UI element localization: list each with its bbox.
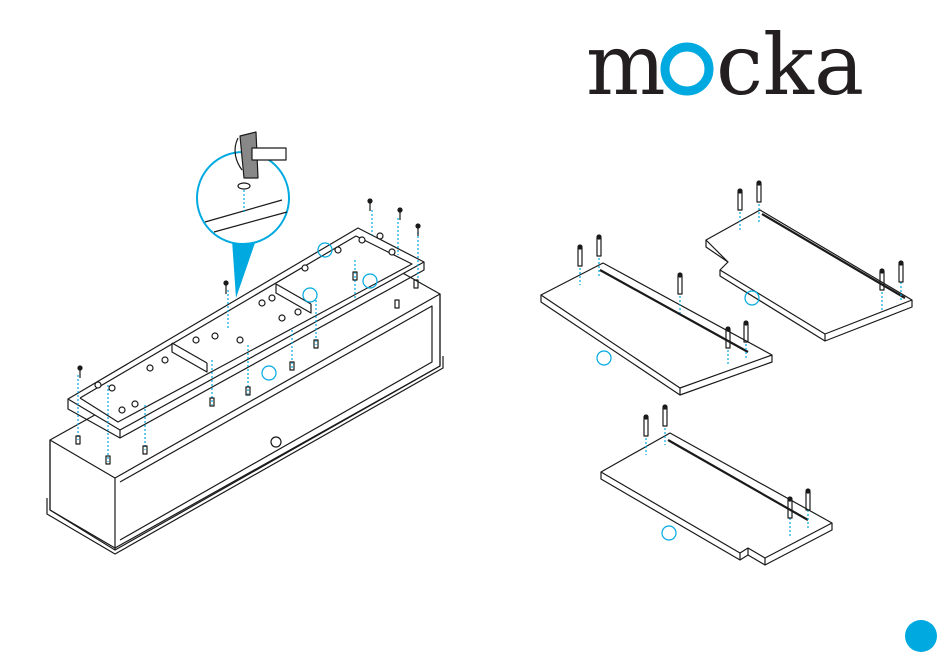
- page-marker-dot: [905, 620, 937, 652]
- hammer-callout: [197, 152, 289, 298]
- shelf-panel-c: [601, 433, 832, 565]
- shelf-panel-a: [541, 263, 772, 395]
- shelf-panel-b: [706, 210, 912, 341]
